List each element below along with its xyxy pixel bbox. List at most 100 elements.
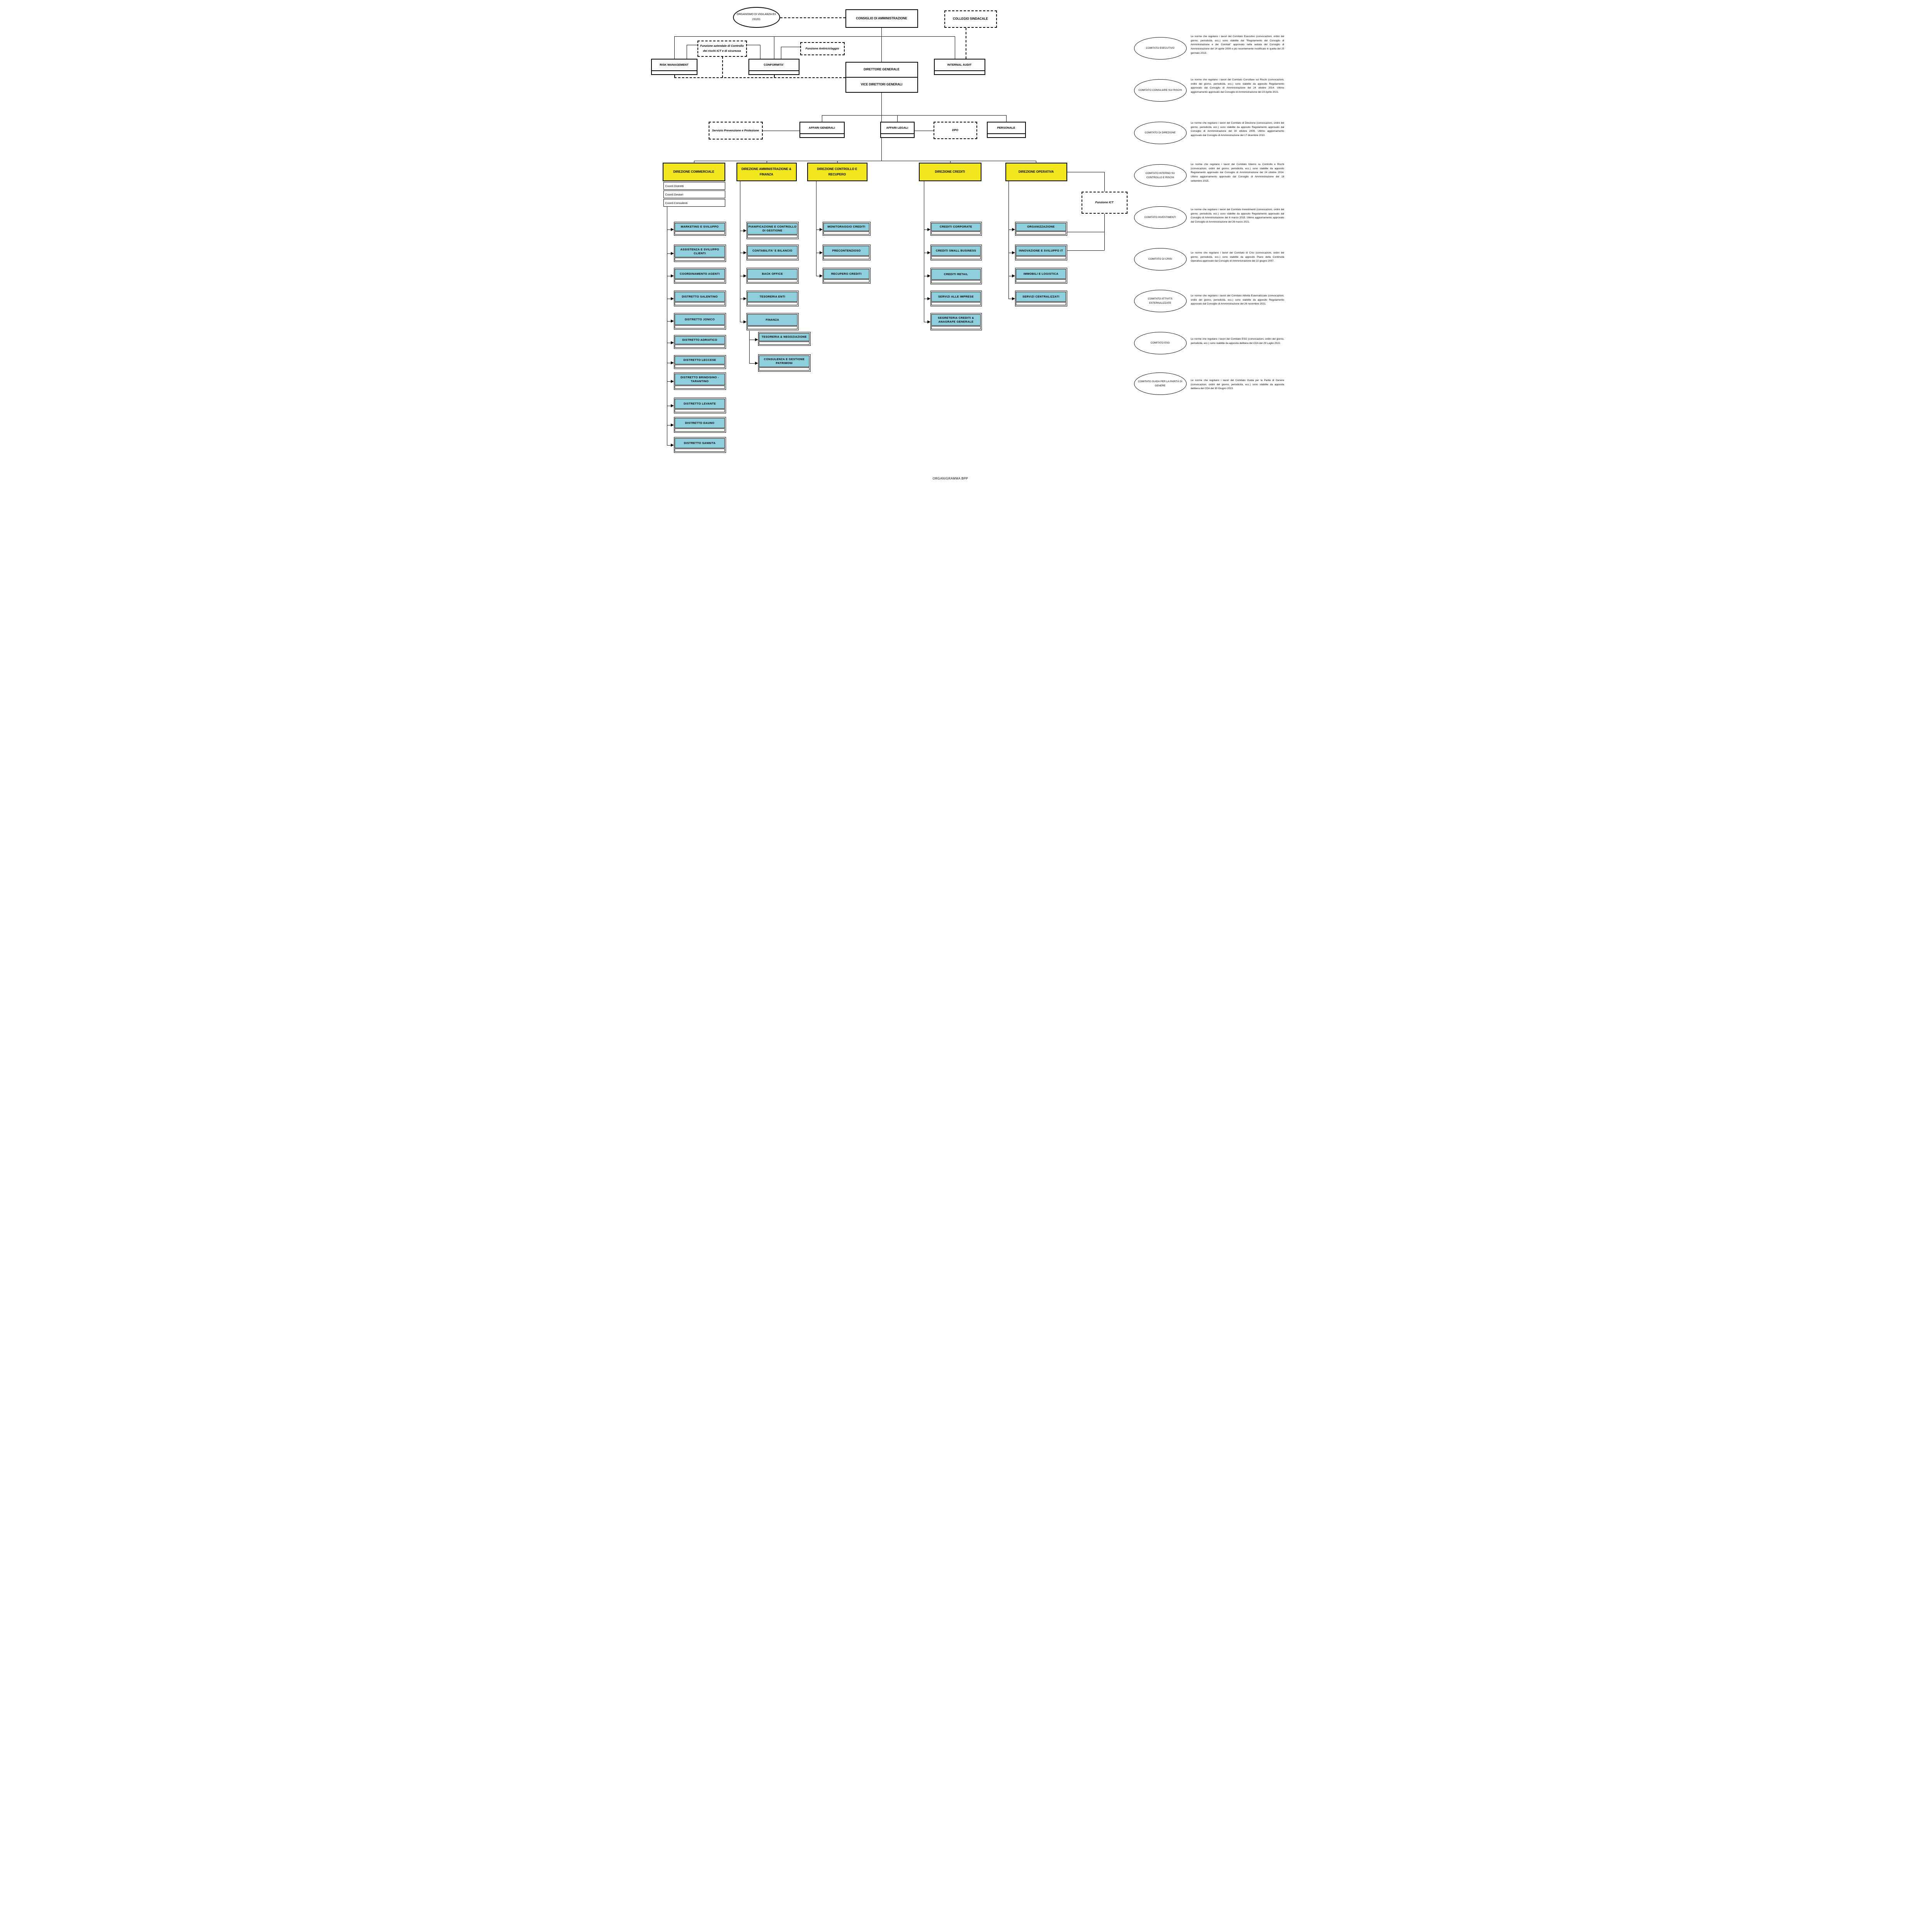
arrowhead <box>670 444 675 447</box>
connector-organismo-consiglio <box>780 17 845 18</box>
arrowhead <box>1012 297 1017 300</box>
empty-sub-box <box>747 279 798 282</box>
node-consiglio-label: CONSIGLIO DI AMMINISTRAZIONE <box>856 16 907 20</box>
node-tesoreria-negoziazione: TESORERIA & NEGOZIAZIONE <box>758 332 811 346</box>
empty-sub-box <box>931 256 981 259</box>
node-dpo: DPO <box>933 122 977 139</box>
unit-label: DISTRETTO LEVANTE <box>675 398 725 409</box>
unit-label: IMMOBILI E LOGISTICA <box>1016 269 1066 279</box>
node-internal-audit: INTERNAL AUDIT <box>934 59 985 75</box>
empty-sub-box <box>931 302 981 305</box>
empty-sub-box <box>747 302 798 305</box>
node-distretto-brindisino-tarantino: DISTRETTO BRINDISINO - TARANTINO <box>673 372 726 390</box>
comitato-investimenti-text: Le norme che regolano i lavori del Comit… <box>1190 208 1284 224</box>
node-recupero-crediti: RECUPERO CREDITI <box>822 268 871 284</box>
comitato-esg-text: Le norme che regolano i lavori del Comit… <box>1190 338 1284 345</box>
oval-comitato-investimenti: COMITATO INVESTIMENTI <box>1134 206 1187 229</box>
empty-sub-box <box>651 70 697 74</box>
empty-sub-box <box>931 231 981 235</box>
node-funzione-ict: Funzione ICT <box>1081 192 1128 214</box>
connector-dashed <box>774 75 775 78</box>
arrowhead <box>743 229 748 232</box>
connector <box>667 445 672 446</box>
unit-label: MARKETING E SVILUPPO <box>675 223 725 231</box>
comitato-crisi-text: Le norme che regolano i lavori del Comit… <box>1190 252 1284 263</box>
functional-reporting-line <box>674 77 845 78</box>
funzione-controllo-ict-label: Funzione aziendale di Controllo dei risc… <box>700 44 744 53</box>
node-immobili-logistica: IMMOBILI E LOGISTICA <box>1015 268 1067 284</box>
connector <box>749 363 755 364</box>
arrowhead <box>743 251 748 254</box>
node-coord-distretti: Coord.Distretti <box>663 182 725 190</box>
node-assistenza-sviluppo-clienti: ASSISTENZA E SVILUPPO CLIENTI <box>673 245 726 262</box>
dpo-label: DPO <box>952 128 959 132</box>
connector <box>1104 214 1105 250</box>
node-servizi-centralizzati: SERVIZI CENTRALIZZATI <box>1015 291 1067 306</box>
node-pianificazione-controllo-gestione: PIANIFICAZIONE E CONTROLLO DI GESTIONE <box>746 222 799 239</box>
personale-label: PERSONALE <box>997 126 1015 130</box>
comitato-name: COMITATO INTERNO SU CONTROLLO E RISCHI <box>1145 172 1175 179</box>
oval-comitato-interno-controllo-rischi: COMITATO INTERNO SU CONTROLLO E RISCHI <box>1134 164 1187 187</box>
node-distretto-levante: DISTRETTO LEVANTE <box>673 398 726 413</box>
oval-comitato-esg: COMITATO ESG <box>1134 332 1187 354</box>
node-direttore-generale: DIRETTORE GENERALE VICE DIRETTORI GENERA… <box>845 62 918 93</box>
node-consiglio-amministrazione: CONSIGLIO DI AMMINISTRAZIONE <box>845 9 918 28</box>
comitato-name: COMITATO GUIDA PER LA PARITÀ DI GENERE <box>1138 380 1182 387</box>
oval-organismo-vigilanza-label: ORGANISMO DI VIGILANZA EX 231/01 <box>736 13 776 21</box>
node-direzione-operativa: DIREZIONE OPERATIVA <box>1005 163 1067 181</box>
unit-label: COORDINAMENTO AGENTI <box>675 269 725 279</box>
node-monitoraggio-crediti: MONITORAGGIO CREDITI <box>822 222 871 236</box>
arrowhead <box>819 274 824 277</box>
node-contabilita-bilancio: CONTABILITA' E BILANCIO <box>746 245 799 260</box>
connector <box>674 36 675 59</box>
node-segreteria-crediti-anagrafe: SEGRETERIA CREDITI & ANAGRAFE GENERALE <box>930 313 982 330</box>
unit-label: PRECONTENZIOSO <box>823 245 869 256</box>
unit-label: TESORERIA ENTI <box>747 291 798 302</box>
node-distretto-jonico: DISTRETTO JONICO <box>673 313 726 330</box>
empty-sub-box <box>675 325 725 328</box>
servizio-prevenzione-label: Servizio Prevenzione e Protezione <box>712 128 759 132</box>
unit-label: CREDITI RETAIL <box>931 269 981 280</box>
node-consulenza-gestione-patrimoni: CONSULENZA E GESTIONE PATRIMONI <box>758 354 811 372</box>
finanza-subtrunk <box>749 331 750 363</box>
empty-sub-box <box>931 326 981 329</box>
unit-label: CREDITI SMALL BUSINESS <box>931 245 981 256</box>
comitato-name: COMITATO INVESTIMENTI <box>1144 216 1176 219</box>
empty-sub-box <box>675 429 725 432</box>
empty-sub-box <box>749 70 799 74</box>
comitato-name: COMITATO DI DIREZIONE <box>1145 131 1176 134</box>
unit-label: DISTRETTO SANNITA <box>675 438 725 448</box>
node-crediti-corporate: CREDITI CORPORATE <box>930 222 982 236</box>
node-conformita: CONFORMITA' <box>748 59 799 75</box>
arrowhead <box>670 380 675 383</box>
node-coord-gestori: Coord.Gestori <box>663 190 725 198</box>
oval-comitato-crisi: COMITATO DI CRISI <box>1134 248 1187 270</box>
comitato-attivita-esternalizzate-text: Le norme che regolano i lavori del Comit… <box>1190 294 1284 306</box>
arrowhead <box>927 297 932 300</box>
arrowhead <box>743 274 748 277</box>
page-title: ORGANIGRAMMA BPP <box>932 477 968 480</box>
arrowhead <box>670 404 675 407</box>
vice-direttori-label: VICE DIRETTORI GENERALI <box>861 82 903 86</box>
empty-sub-box <box>987 133 1025 137</box>
empty-sub-box <box>800 133 844 137</box>
node-finanza: FINANZA <box>746 313 799 330</box>
connector <box>667 253 672 254</box>
unit-label: ASSISTENZA E SVILUPPO CLIENTI <box>675 245 725 257</box>
node-servizi-alle-imprese: SERVIZI ALLE IMPRESE <box>930 291 982 306</box>
comitato-esecutivo-text: Le norme che regolano i lavori del Comit… <box>1190 35 1284 54</box>
arrowhead <box>670 274 675 277</box>
empty-sub-box <box>823 231 869 235</box>
node-affari-generali: AFFARI GENERALI <box>799 122 845 138</box>
coord-distretti-label: Coord.Distretti <box>665 184 684 188</box>
direzione-operativa-label: DIREZIONE OPERATIVA <box>1018 170 1054 174</box>
empty-sub-box <box>1016 302 1066 305</box>
control-functions-bus <box>674 36 955 37</box>
empty-sub-box <box>675 279 725 282</box>
connector <box>897 115 898 122</box>
arrowhead <box>819 228 824 231</box>
direzione-crediti-label: DIREZIONE CREDITI <box>935 170 965 174</box>
node-distretto-sannita: DISTRETTO SANNITA <box>673 437 726 453</box>
comitato-consiliare-rischi-text: Le norme che regolano i lavori del Comit… <box>1190 78 1284 94</box>
divider <box>846 77 917 78</box>
